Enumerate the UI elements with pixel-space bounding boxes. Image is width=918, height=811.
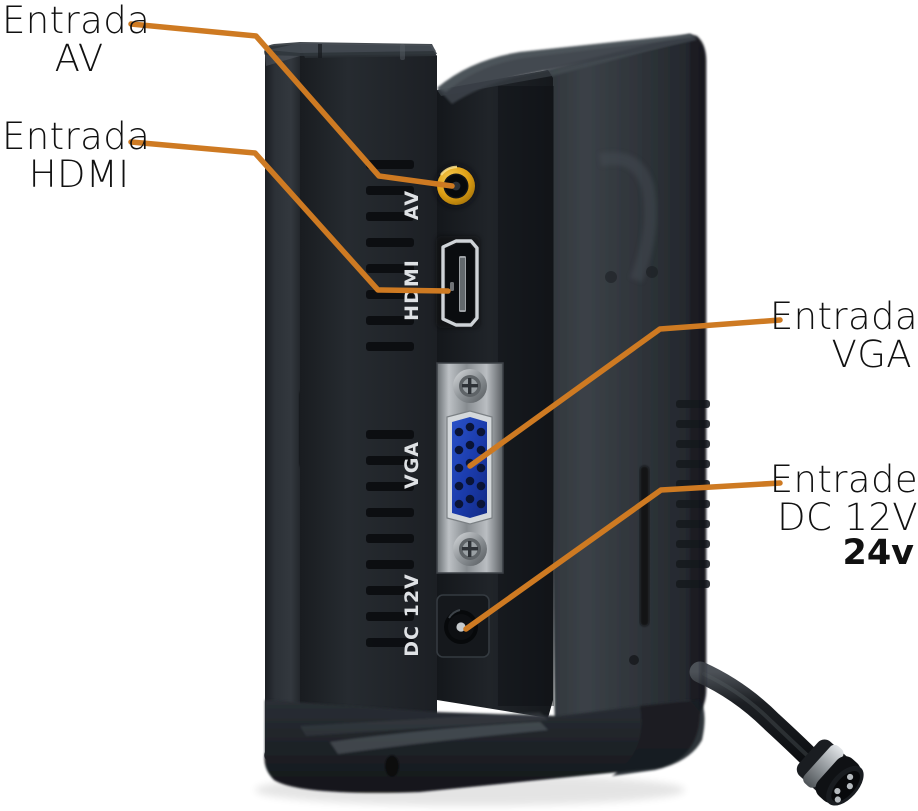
- back-screw-hole: [629, 655, 639, 665]
- aviation-plug: [796, 739, 864, 806]
- hdmi-port: [436, 236, 480, 328]
- vga-screw-bottom: [453, 532, 487, 566]
- base-screw-hole: [385, 755, 399, 777]
- callout-vga-line1: Entrada: [769, 295, 918, 338]
- silkscreen-label-vga: VGA: [401, 441, 423, 489]
- av-composite-jack: [434, 164, 478, 208]
- dc-power-jack: [436, 594, 490, 658]
- silkscreen-label-hdmi: HDMI: [401, 259, 423, 321]
- aviation-connector-cable: [689, 661, 864, 806]
- callout-hdmi-line2: HDMI: [28, 152, 130, 196]
- back-panel-bracket: [598, 152, 658, 283]
- silkscreen-label-dc: DC 12V: [401, 573, 423, 656]
- callout-dc: Entrade DC 12V 24v: [578, 461, 918, 572]
- callout-av-line1: Entrada: [2, 0, 151, 42]
- callout-dc-line3: 24v: [842, 533, 914, 574]
- vga-screw-top: [453, 369, 487, 403]
- silkscreen-label-av: AV: [401, 190, 423, 220]
- callout-av-line2: AV: [54, 36, 104, 80]
- monitor-top-hood: [437, 34, 697, 104]
- callout-vga-line2: VGA: [831, 332, 912, 376]
- monitor-base-stand: [264, 700, 705, 793]
- callout-hdmi: Entrada HDMI: [2, 118, 150, 193]
- callout-dc-line1: Entrade: [769, 458, 918, 501]
- callout-hdmi-line1: Entrada: [2, 115, 151, 158]
- vent-slots-lower: [366, 430, 414, 647]
- vga-port: [436, 362, 504, 574]
- monitor-back-panel: [545, 34, 706, 742]
- callout-vga: Entrada VGA: [578, 298, 918, 373]
- callout-av: Entrada AV: [2, 2, 150, 77]
- callout-dc-line2: DC 12V: [777, 495, 918, 539]
